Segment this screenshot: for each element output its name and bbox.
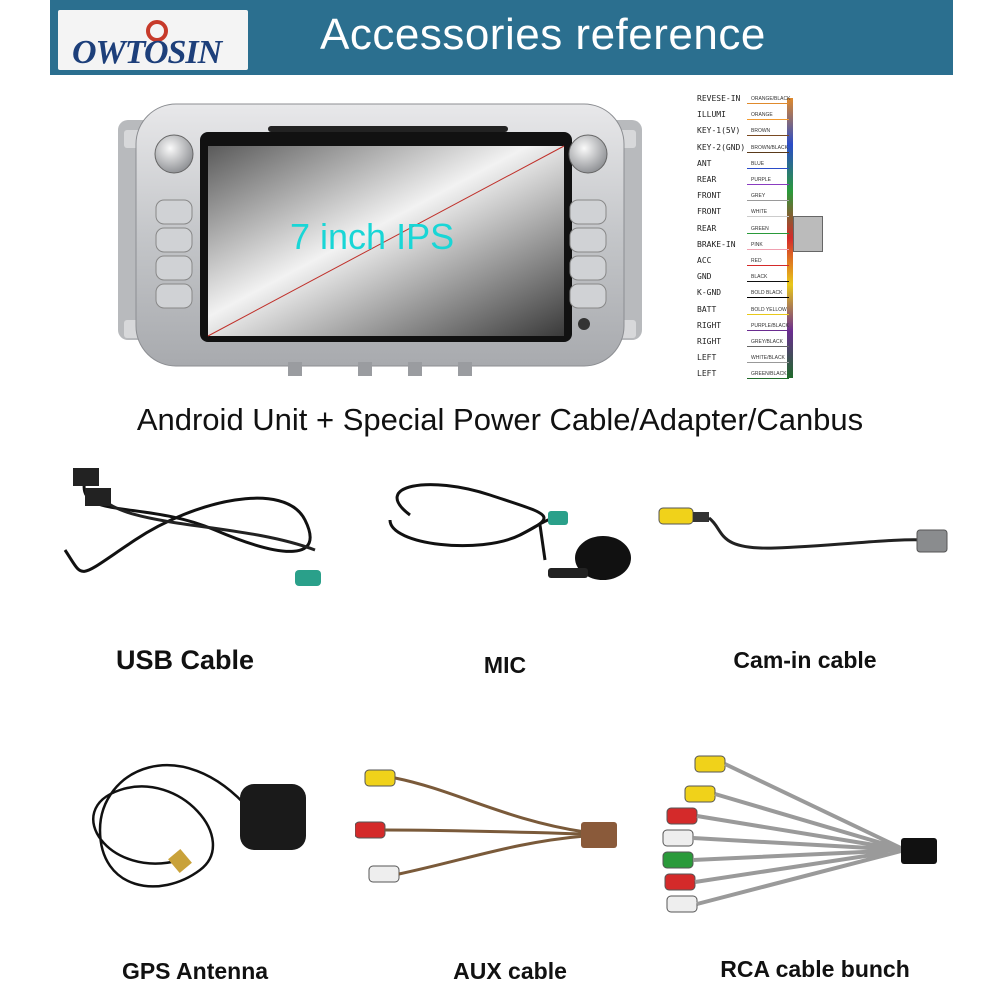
wire-label: BRAKE-IN (697, 239, 736, 249)
wire-color-label: PURPLE/BLACK (751, 322, 789, 329)
wire-line (747, 167, 789, 169)
wire-label: ILLUMI (697, 110, 726, 120)
wire-label: FRONT (697, 191, 722, 201)
header-banner: OWTOSIN Accessories reference (50, 0, 953, 75)
wire-line (747, 362, 789, 364)
product-subtitle: Android Unit + Special Power Cable/Adapt… (136, 402, 864, 437)
gps-antenna-image (92, 764, 306, 888)
aux-cable-image (355, 769, 617, 883)
wire-color-label: GREEN (751, 225, 769, 232)
wire-color-label: BOLD YELLOW (751, 306, 787, 313)
rca-cable-bunch-image (662, 755, 937, 913)
wire-line (747, 216, 789, 218)
wire-color-label: GREEN/BLACK (751, 371, 787, 378)
wire-line (747, 135, 789, 137)
head-unit-illustration (118, 103, 642, 376)
wire-label: KEY-1(5V) (697, 126, 741, 136)
wire-label: RIGHT (697, 320, 722, 330)
wire-color-label: PINK (751, 241, 763, 248)
wire-line (747, 151, 789, 153)
mic-head-icon (548, 536, 631, 580)
wire-line (747, 329, 789, 331)
wiring-harness-plug (793, 216, 823, 252)
wire-line (747, 313, 789, 315)
wire-color-label: BROWN (751, 128, 771, 135)
wire-line (747, 281, 789, 283)
wire-line (747, 103, 789, 104)
wire-line (747, 119, 789, 121)
wire-color-label: WHITE/BLACK (751, 355, 785, 362)
wire-label: BATT (697, 304, 717, 314)
wire-label: REAR (697, 223, 717, 233)
wire-label: RIGHT (697, 337, 722, 346)
rca-cable-bunch-caption: RCA cable bunch (720, 956, 910, 982)
wire-label: ACC (697, 256, 712, 265)
screen-size-label: 7 inch IPS (290, 216, 455, 257)
wire-line (747, 200, 789, 202)
wire-line (747, 232, 789, 234)
wire-line (747, 378, 789, 380)
wire-label: ANT (697, 158, 712, 168)
wire-label: REVESE-IN (697, 94, 741, 103)
wire-label: LEFT (697, 369, 717, 379)
wire-line (747, 184, 789, 185)
brand-logo: OWTOSIN (58, 10, 248, 71)
gear-icon (146, 20, 168, 42)
android-head-unit: 7 inch IPS (118, 90, 642, 380)
cam-in-cable-caption: Cam-in cable (733, 647, 877, 673)
wiring-diagram: REVESE-IN ORANGE/BLACK ILLUMI ORANGE KEY-1(5… (695, 88, 855, 388)
wire-color-label: BLACK (751, 274, 768, 281)
wire-label: KEY-2(GND) (697, 142, 746, 152)
wire-color-label: WHITE (751, 209, 768, 216)
wire-label: FRONT (697, 207, 722, 217)
wire-label: REAR (697, 175, 717, 184)
cam-in-cable-image (658, 507, 948, 553)
usb-cable-image (63, 468, 321, 586)
page-title: Accessories reference (320, 10, 766, 59)
gps-antenna-caption: GPS Antenna (121, 958, 269, 984)
wire-line (747, 248, 789, 250)
wire-line (747, 346, 789, 347)
wire-color-label: BLUE (751, 160, 765, 167)
usb-cable-caption: USB Cable (115, 645, 255, 675)
wire-label: LEFT (697, 353, 717, 363)
wire-color-label: BROWN/BLACK (751, 144, 788, 151)
mic-image (388, 483, 568, 561)
mic-caption: MIC (483, 652, 527, 678)
wire-color-label: PURPLE (751, 177, 772, 183)
wiring-harness-bundle (787, 98, 793, 378)
wire-line (747, 265, 789, 266)
wire-color-label: GREY/BLACK (751, 339, 783, 345)
wire-color-label: BOLD BLACK (751, 290, 783, 297)
wire-line (747, 297, 789, 299)
wire-label: GND (697, 272, 712, 282)
wire-color-label: GREY (751, 193, 766, 200)
wire-color-label: RED (751, 258, 762, 264)
wire-color-label: ORANGE/BLACK (751, 96, 791, 102)
brand-name: OWTOSIN (72, 34, 222, 71)
wire-label: K-GND (697, 288, 722, 298)
aux-cable-caption: AUX cable (453, 958, 567, 984)
wire-color-label: ORANGE (751, 112, 773, 119)
